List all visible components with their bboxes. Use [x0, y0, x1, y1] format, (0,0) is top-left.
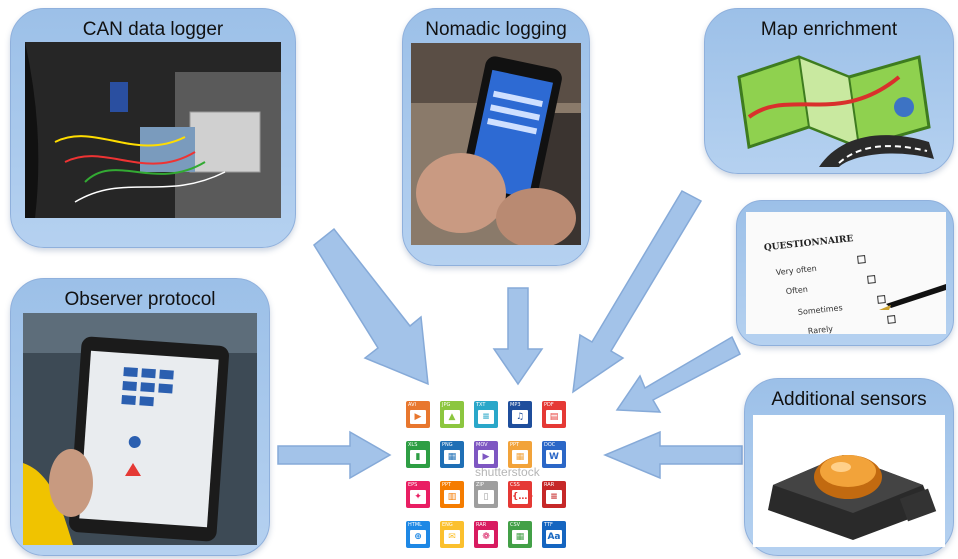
file-tile-glyph: ▦	[512, 450, 528, 464]
file-tile-avi-icon: AVI ▶	[406, 401, 430, 428]
file-tile-glyph: Aa	[546, 530, 562, 544]
file-tile-eps-icon: EPS ✦	[406, 481, 430, 508]
nomadic-logging-card: Nomadic logging	[402, 8, 590, 266]
file-tile-label: PDF	[544, 402, 554, 408]
file-tile-label: RAR	[476, 522, 487, 528]
file-tile-zip-icon: ZIP ▯	[474, 481, 498, 508]
sensor-photo	[753, 415, 945, 547]
option-sometimes: Sometimes	[797, 303, 843, 317]
file-tile-doc-icon: DOC W	[542, 441, 566, 468]
arrow-nomadic	[492, 287, 544, 386]
file-tile-label: CSV	[510, 522, 521, 528]
file-tile-label: MP3	[510, 402, 521, 408]
file-tile-glyph: ▶	[410, 410, 426, 424]
observer-tablet-photo	[23, 313, 257, 545]
file-tile-label: ENG	[442, 522, 453, 528]
file-tile-label: MOV	[476, 442, 488, 448]
file-tile-label: PPT	[442, 482, 452, 488]
file-tile-glyph: {…}	[512, 490, 534, 504]
file-tile-glyph: ▥	[444, 490, 460, 504]
file-tile-glyph: ▤	[546, 410, 562, 424]
file-tile-glyph: ≡	[546, 490, 562, 504]
nomadic-phone-photo	[411, 43, 581, 245]
file-tile-glyph: ▶	[478, 450, 494, 464]
file-tile-glyph: ✉	[444, 530, 460, 544]
file-tile-glyph: ▦	[512, 530, 528, 544]
file-tile-glyph: ♫	[512, 410, 528, 424]
file-tile-label: TTF	[544, 522, 553, 528]
map-enrichment-title: Map enrichment	[760, 19, 898, 40]
file-tile-label: PNG	[442, 442, 453, 448]
observer-protocol-card: Observer protocol	[10, 278, 270, 556]
file-tile-glyph: ≡	[478, 410, 494, 424]
file-tile-glyph: ▮	[410, 450, 426, 464]
file-tile-xls-icon: XLS ▮	[406, 441, 430, 468]
file-tile-jpg-icon: JPG ▲	[440, 401, 464, 428]
file-tile-label: HTML	[408, 522, 422, 528]
additional-sensors-card: Additional sensors	[744, 378, 954, 556]
observer-protocol-title: Observer protocol	[64, 289, 216, 310]
questionnaire-heading: QUESTIONNAIRE	[763, 234, 853, 253]
file-tile-glyph: ▯	[478, 490, 494, 504]
additional-sensors-title: Additional sensors	[771, 389, 927, 410]
file-tile-rar-icon: RAR ≡	[542, 481, 566, 508]
file-tile-ppt-icon: PPT ▥	[440, 481, 464, 508]
file-tile-glyph: W	[546, 450, 562, 464]
file-tile-rar-icon: RAR ❁	[474, 521, 498, 548]
file-tile-label: XLS	[408, 442, 418, 448]
option-very-often: Very often	[775, 264, 817, 277]
file-tile-label: RAR	[544, 482, 555, 488]
arrow-map	[572, 190, 703, 394]
file-tile-label: AVI	[408, 402, 416, 408]
option-rarely: Rarely	[807, 324, 833, 334]
file-tile-glyph: ✦	[410, 490, 426, 504]
file-tile-html-icon: HTML ⊕	[406, 521, 430, 548]
file-tile-css-icon: CSS {…}	[508, 481, 534, 508]
file-tile-ttf-icon: TTF Aa	[542, 521, 566, 548]
file-tile-txt-icon: TXT ≡	[474, 401, 498, 428]
file-tile-label: EPS	[408, 482, 418, 488]
arrow-observer	[277, 430, 392, 480]
file-tile-label: PPT	[510, 442, 520, 448]
file-format-grid: AVI ▶ JPG ▲ TXT ≡ MP3 ♫ PDF ▤ XLS ▮ PNG ▦ MOV ▶ PPT ▦ DOC W…	[406, 401, 586, 557]
file-tile-glyph: ⊕	[410, 530, 426, 544]
file-tile-glyph: ▦	[444, 450, 460, 464]
file-tile-mp3-icon: MP3 ♫	[508, 401, 532, 428]
file-tile-label: DOC	[544, 442, 556, 448]
option-often: Often	[785, 285, 808, 296]
arrow-sensors	[603, 430, 743, 480]
file-tile-mov-icon: MOV ▶	[474, 441, 498, 468]
file-tile-csv-icon: CSV ▦	[508, 521, 532, 548]
file-tile-label: ZIP	[476, 482, 484, 488]
file-tile-pdf-icon: PDF ▤	[542, 401, 566, 428]
nomadic-logging-title: Nomadic logging	[425, 19, 567, 40]
arrow-can	[313, 227, 429, 386]
file-tile-eng-icon: ENG ✉	[440, 521, 464, 548]
file-tile-glyph: ▲	[444, 410, 460, 424]
file-tile-label: JPG	[442, 402, 451, 408]
map-icon	[737, 55, 934, 167]
can-data-logger-card: CAN data logger	[10, 8, 296, 248]
can-logger-photo	[25, 42, 281, 218]
arrow-questionnaire	[615, 335, 741, 413]
file-tile-glyph: ❁	[478, 530, 494, 544]
file-tile-label: CSS	[510, 482, 520, 488]
questionnaire-card: QUESTIONNAIRE Very often Often Sometimes…	[736, 200, 954, 346]
file-tile-png-icon: PNG ▦	[440, 441, 464, 468]
can-data-logger-title: CAN data logger	[82, 19, 224, 40]
file-tile-label: TXT	[476, 402, 486, 408]
map-enrichment-card: Map enrichment	[704, 8, 954, 174]
file-tile-ppt-icon: PPT ▦	[508, 441, 532, 468]
questionnaire-photo: QUESTIONNAIRE Very often Often Sometimes…	[746, 212, 946, 334]
stock-watermark: shutterstock	[475, 465, 540, 479]
